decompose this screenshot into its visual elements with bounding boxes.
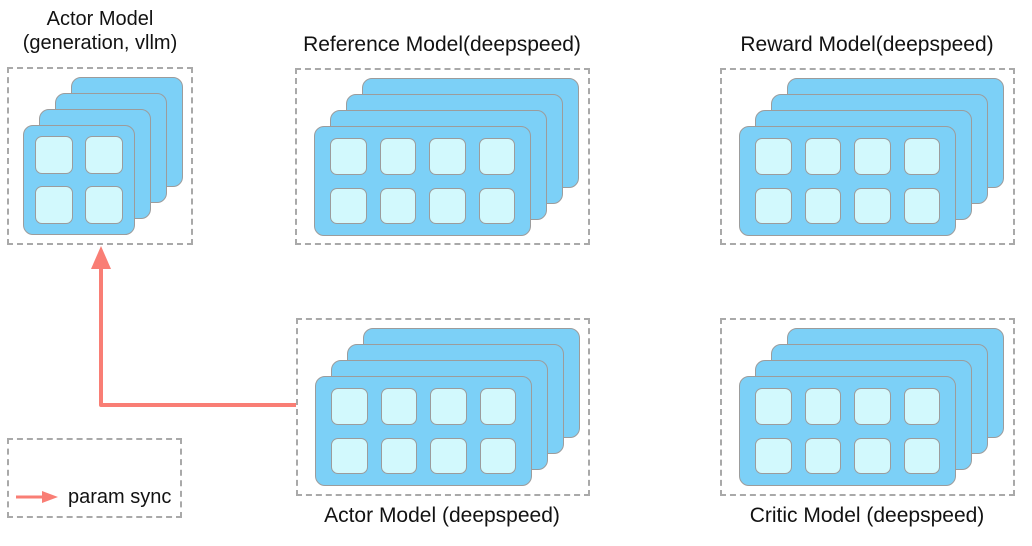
- reward-title: Reward Model(deepspeed): [740, 33, 994, 56]
- critic-box: [720, 318, 1015, 496]
- legend: param sync: [7, 438, 182, 518]
- gpu-cell: [804, 388, 841, 425]
- actor-vllm-title-line1: Actor Model: [46, 8, 154, 30]
- gpu-cell: [331, 437, 368, 474]
- gpu-cell: [478, 138, 515, 175]
- gpu-cell: [479, 388, 516, 425]
- gpu-card-front: [315, 376, 532, 486]
- actor-vllm-box: [7, 67, 193, 245]
- gpu-cell: [755, 187, 792, 224]
- critic-label: Critic Model (deepspeed): [749, 504, 985, 527]
- gpu-cell: [755, 437, 792, 474]
- gpu-cell: [85, 186, 123, 224]
- gpu-cell: [854, 388, 891, 425]
- gpu-cell: [804, 138, 841, 175]
- gpu-cell: [903, 388, 940, 425]
- actor-deepspeed-label: Actor Model (deepspeed): [324, 504, 560, 527]
- gpu-cell: [478, 187, 515, 224]
- gpu-card-front: [739, 376, 956, 486]
- gpu-cell: [854, 437, 891, 474]
- gpu-cell: [380, 388, 417, 425]
- gpu-cell: [330, 187, 367, 224]
- actor-deepspeed-box: [296, 318, 590, 496]
- gpu-cell: [379, 138, 416, 175]
- gpu-cell: [429, 138, 466, 175]
- gpu-card-front: [314, 126, 531, 236]
- legend-row: param sync: [15, 484, 171, 510]
- actor-vllm-title-line2: (generation, vllm): [22, 32, 178, 54]
- gpu-cell: [804, 437, 841, 474]
- gpu-cell: [331, 388, 368, 425]
- gpu-cell: [755, 388, 792, 425]
- gpu-cell: [854, 138, 891, 175]
- gpu-cell: [479, 437, 516, 474]
- gpu-cell: [35, 186, 73, 224]
- gpu-cell: [903, 437, 940, 474]
- gpu-cell: [755, 138, 792, 175]
- legend-label: param sync: [68, 485, 172, 508]
- gpu-cell: [430, 388, 467, 425]
- gpu-cell: [379, 187, 416, 224]
- gpu-cell: [903, 187, 940, 224]
- gpu-cell: [429, 187, 466, 224]
- reference-box: [295, 68, 590, 245]
- reward-box: [720, 68, 1015, 245]
- gpu-cell: [430, 437, 467, 474]
- reference-title: Reference Model(deepspeed): [303, 33, 581, 56]
- gpu-cell: [330, 138, 367, 175]
- gpu-cell: [903, 138, 940, 175]
- gpu-cell: [804, 187, 841, 224]
- gpu-cell: [35, 136, 73, 174]
- gpu-cell: [85, 136, 123, 174]
- param-sync-arrow-icon: [16, 491, 58, 503]
- gpu-card-front: [739, 126, 956, 236]
- actor-vllm-title: Actor Model (generation, vllm): [0, 7, 200, 55]
- gpu-cell: [380, 437, 417, 474]
- gpu-cell: [854, 187, 891, 224]
- gpu-card-front: [23, 125, 135, 235]
